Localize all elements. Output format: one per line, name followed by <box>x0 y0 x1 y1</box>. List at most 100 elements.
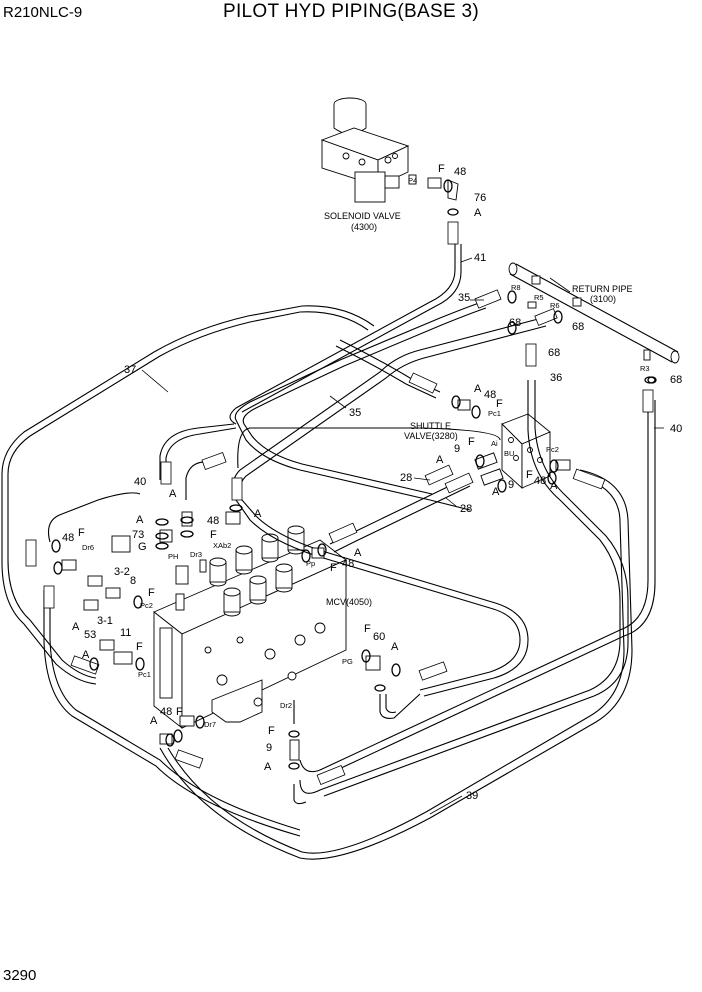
label-port: Pc2 <box>140 601 153 610</box>
return-pipe: RETURN PIPE (3100) <box>508 262 680 364</box>
label-callout: 9 <box>508 479 514 491</box>
label-callout: 28 <box>400 472 412 484</box>
label-callout: A <box>436 454 444 466</box>
model-code: R210NLC-9 <box>3 4 83 21</box>
label-callout: 9 <box>266 742 272 754</box>
label-callout: 68 <box>670 374 682 386</box>
label-callout: G <box>138 541 147 553</box>
label-callout: 40 <box>670 423 682 435</box>
label-callout: 35 <box>458 292 470 304</box>
label-port: R5 <box>534 293 544 302</box>
label-callout: 39 <box>466 790 478 802</box>
label-callout: 28 <box>460 503 472 515</box>
label-port: Pp <box>306 559 315 568</box>
label-callout: F <box>136 641 143 653</box>
label-port: Pc1 <box>488 409 501 418</box>
label-callout: A <box>254 508 262 520</box>
label-callout: 48 <box>62 532 74 544</box>
callout-labels: P4 F 48 76 A 41 R8 R5 R6 R3 35 68 68 68 … <box>62 163 682 802</box>
label-callout: 73 <box>132 529 144 541</box>
main-control-valve: MCV(4050) <box>153 525 372 729</box>
label-port: PH <box>168 552 178 561</box>
label-callout: F <box>210 529 217 541</box>
label-callout: 11 <box>120 627 131 639</box>
label-callout: F <box>176 706 183 718</box>
label-callout: A <box>474 383 482 395</box>
label-callout: 68 <box>509 317 521 329</box>
hose-sections <box>25 289 654 786</box>
label-callout: 68 <box>572 321 584 333</box>
label-port: Pc1 <box>138 670 151 679</box>
label-callout: 36 <box>550 372 562 384</box>
fitting-48-solenoid <box>427 177 442 189</box>
mcv-label: MCV(4050) <box>326 597 372 607</box>
label-callout: F <box>78 527 85 539</box>
shuttle-label-1: SHUTTLE <box>410 421 451 431</box>
label-callout: F <box>468 436 475 448</box>
label-callout: 76 <box>474 192 486 204</box>
label-callout: F <box>148 587 155 599</box>
label-callout: F <box>268 725 275 737</box>
page-number: 3290 <box>3 967 37 984</box>
label-callout: A <box>391 641 399 653</box>
fittings <box>51 179 657 770</box>
label-callout: A <box>474 207 482 219</box>
label-callout: 68 <box>548 347 560 359</box>
label-callout: 37 <box>124 364 136 376</box>
label-callout: 40 <box>134 476 146 488</box>
label-callout: 9 <box>454 443 460 455</box>
label-callout: F <box>364 623 371 635</box>
label-callout: A <box>550 480 558 492</box>
label-port: R6 <box>550 301 560 310</box>
label-callout: 3-2 <box>114 566 130 578</box>
label-callout: 48 <box>207 515 219 527</box>
label-callout: 48 <box>454 166 466 178</box>
label-port: PG <box>342 657 353 666</box>
label-port: Dr6 <box>82 543 94 552</box>
label-callout: A <box>354 547 362 559</box>
solenoid-label-1: SOLENOID VALVE <box>324 211 401 221</box>
label-port: R8 <box>511 283 521 292</box>
label-callout: F <box>330 562 337 574</box>
label-callout: A <box>264 761 272 773</box>
label-port: R3 <box>640 364 650 373</box>
solenoid-valve: SOLENOID VALVE (4300) <box>320 97 417 232</box>
return-pipe-label-1: RETURN PIPE <box>572 284 633 294</box>
label-callout: 8 <box>130 575 136 587</box>
hose-end-41 <box>447 221 459 245</box>
label-port: Dr2 <box>280 701 292 710</box>
label-callout: A <box>492 486 500 498</box>
label-port: BU <box>504 449 514 458</box>
pipe-routes <box>1 244 656 860</box>
label-port: Dr3 <box>190 550 202 559</box>
shuttle-label-2: VALVE(3280) <box>404 431 458 441</box>
leader-lines <box>141 257 664 815</box>
label-callout: 3-1 <box>97 615 113 627</box>
label-callout: A <box>72 621 80 633</box>
label-callout: 35 <box>349 407 361 419</box>
label-callout: 48 <box>342 558 354 570</box>
label-port: Ai <box>491 439 498 448</box>
label-callout: 48 <box>534 475 546 487</box>
label-callout: 48 <box>484 389 496 401</box>
label-callout: A <box>150 715 158 727</box>
oring-solenoid <box>447 208 459 216</box>
label-callout: 41 <box>474 252 486 264</box>
label-port-p4: P4 <box>408 176 417 185</box>
label-port: Pc2 <box>546 445 559 454</box>
label-callout: 60 <box>373 631 385 643</box>
label-callout: A <box>82 649 90 661</box>
label-callout: 48 <box>160 706 172 718</box>
label-port: Dr7 <box>204 720 216 729</box>
label-callout: F <box>526 469 533 481</box>
label-callout: F <box>496 398 503 410</box>
label-callout: F <box>438 163 445 175</box>
solenoid-label-2: (4300) <box>351 222 377 232</box>
elbow-76 <box>447 179 459 201</box>
label-callout: A <box>136 514 144 526</box>
label-callout: 53 <box>84 629 96 641</box>
return-pipe-label-2: (3100) <box>590 294 616 304</box>
shuttle-valve: SHUTTLE VALVE(3280) <box>404 413 551 490</box>
label-port: XAb2 <box>213 541 231 550</box>
